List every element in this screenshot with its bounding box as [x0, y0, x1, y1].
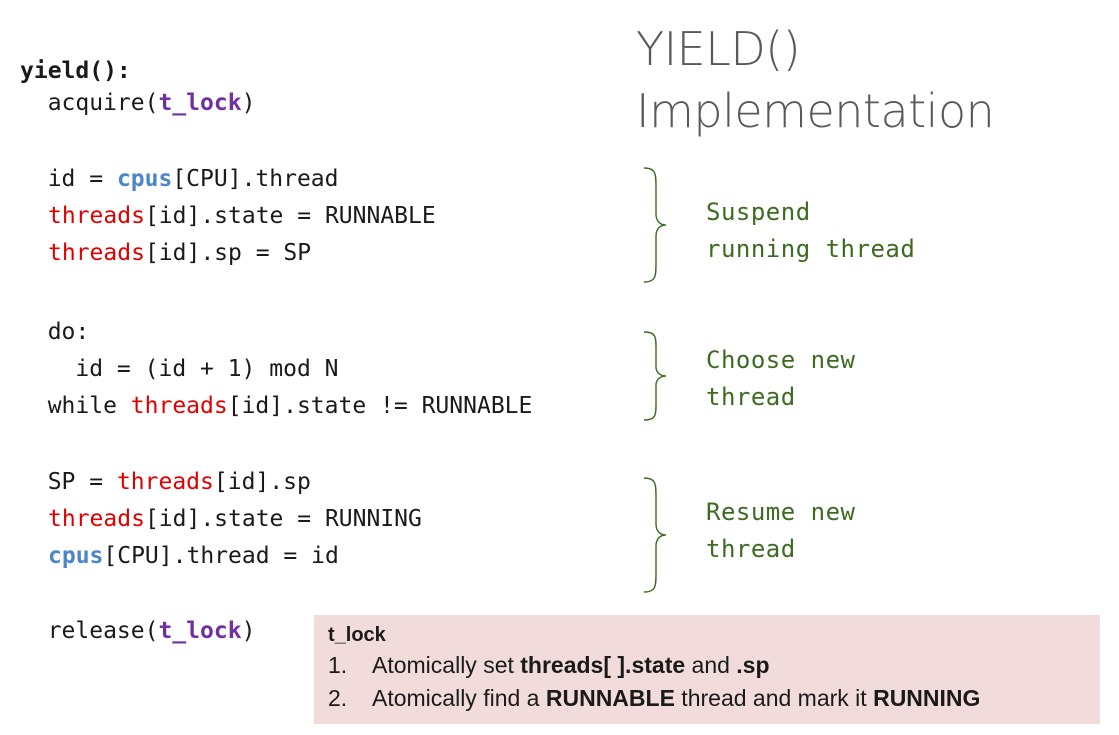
code-state-runnable-line: threads[id].state = RUNNABLE [48, 201, 436, 231]
callout-item-1: 1. Atomically set threads[ ].state and .s… [328, 649, 1100, 682]
code-text: ) [241, 90, 256, 116]
code-state-running-line: threads[id].state = RUNNING [48, 504, 422, 534]
code-cpus-token: cpus [116, 166, 173, 192]
choose-brace [640, 330, 670, 422]
callout-text: thread and mark it [674, 685, 874, 711]
title-line-1: YIELD() [636, 22, 801, 76]
code-sp-restore-line: SP = threads[id].sp [20, 467, 311, 497]
note-resume: Resume new thread [706, 494, 856, 568]
callout-item-number: 2. [328, 685, 348, 711]
code-release-line: release(t_lock) [20, 616, 256, 646]
callout-title: t_lock [328, 624, 386, 646]
code-text: [id].state = RUNNABLE [144, 203, 436, 229]
code-text: [id].sp = SP [144, 240, 312, 266]
suspend-brace [640, 166, 670, 284]
code-while-line: while threads[id].state != RUNNABLE [20, 391, 533, 421]
note-suspend-line-1: Suspend [706, 198, 811, 226]
code-threads-token: threads [116, 469, 214, 495]
callout-text: Atomically find a [372, 685, 546, 711]
code-text: acquire( [20, 90, 159, 116]
code-cpu-thread-line: cpus[CPU].thread = id [48, 541, 339, 571]
code-text: ) [241, 618, 256, 644]
code-text: [CPU].thread = id [103, 543, 339, 569]
slide-title: YIELD() Implementation [636, 18, 995, 142]
note-choose-line-2: thread [706, 383, 796, 411]
code-acquire-line: acquire(t_lock) [20, 88, 256, 118]
code-threads-token: threads [48, 240, 145, 266]
callout-bold-text: threads[ ].state [520, 652, 686, 678]
callout-bold-text: RUNNABLE [545, 685, 675, 711]
code-sp-save-line: threads[id].sp = SP [48, 238, 311, 268]
resume-brace [640, 476, 670, 594]
code-id-line: id = cpus[CPU].thread [20, 164, 339, 194]
note-choose-line-1: Choose new [706, 346, 856, 374]
code-text: [id].sp [213, 469, 311, 495]
note-resume-line-1: Resume new [706, 498, 856, 526]
note-suspend: Suspend running thread [706, 194, 915, 268]
code-text: while [20, 393, 131, 419]
callout-item-number: 1. [328, 652, 348, 678]
code-lock-token: t_lock [158, 618, 242, 644]
callout-item-2: 2. Atomically find a RUNNABLE thread and … [328, 682, 1100, 715]
code-lock-token: t_lock [158, 90, 242, 116]
code-text: [id].state = RUNNING [144, 506, 422, 532]
callout-bold-text: .sp [736, 652, 770, 678]
code-threads-token: threads [130, 393, 228, 419]
code-text: release( [20, 618, 159, 644]
note-suspend-line-2: running thread [706, 235, 916, 263]
callout-text: and [685, 652, 737, 678]
callout-text: Atomically set [372, 652, 521, 678]
code-text: id = [20, 166, 117, 192]
code-text: [id].state != RUNNABLE [227, 393, 533, 419]
code-increment-line: id = (id + 1) mod N [20, 356, 339, 382]
code-text: SP = [20, 469, 117, 495]
note-resume-line-2: thread [706, 535, 796, 563]
code-threads-token: threads [48, 506, 145, 532]
title-line-2: Implementation [636, 84, 995, 138]
t-lock-callout: t_lock 1. Atomically set threads[ ].state… [314, 615, 1100, 724]
code-cpus-token: cpus [48, 543, 104, 569]
code-threads-token: threads [48, 203, 145, 229]
callout-bold-text: RUNNING [873, 685, 981, 711]
code-do-line: do: [20, 319, 90, 345]
code-function-header: yield(): [20, 58, 131, 84]
note-choose: Choose new thread [706, 342, 856, 416]
code-text: [CPU].thread [172, 166, 339, 192]
